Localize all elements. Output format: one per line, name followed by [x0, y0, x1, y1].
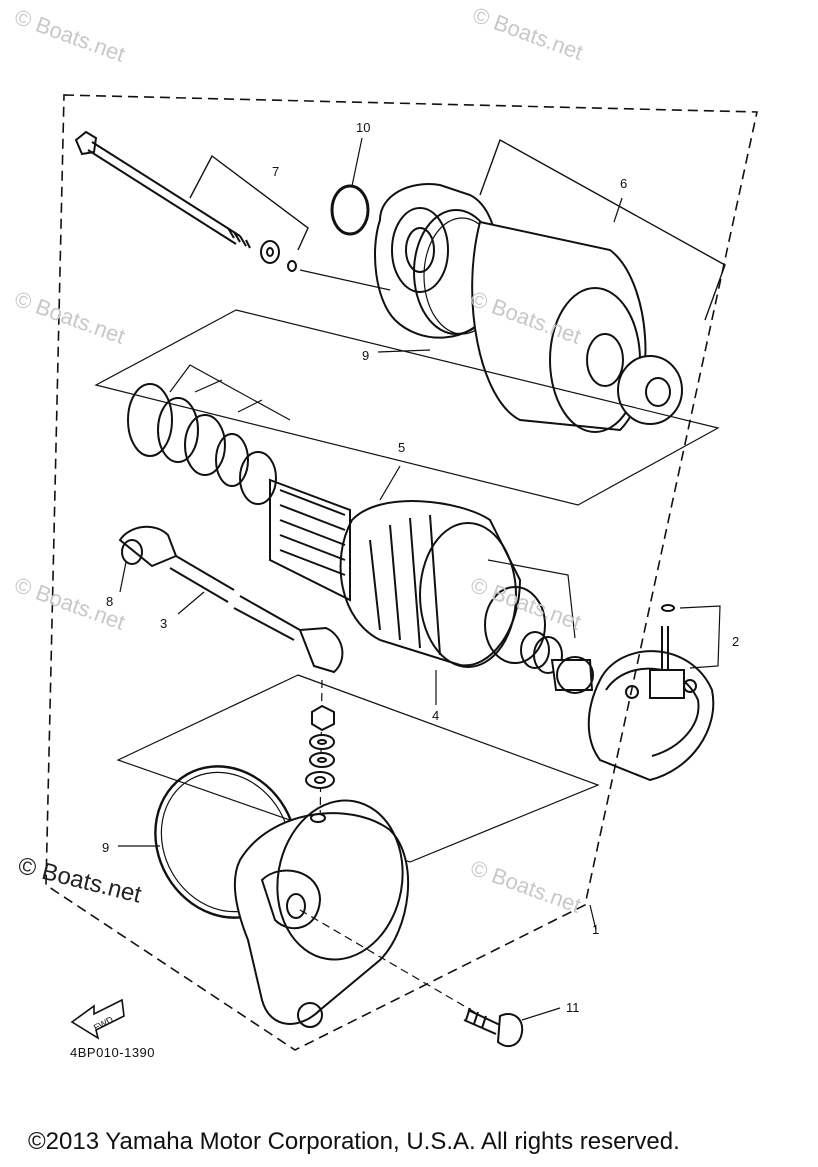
- nut-washer-stack: [305, 679, 335, 831]
- callout-2: 2: [732, 634, 739, 649]
- diagram-code: 4BP010-1390: [70, 1045, 156, 1060]
- armature-group-frame: [94, 309, 720, 506]
- armature-part-4: [269, 465, 594, 705]
- callout-5: 5: [398, 440, 405, 455]
- callout-1: 1: [592, 922, 599, 937]
- lead-wire-part-3: [118, 525, 344, 674]
- o-ring-part-10: [330, 184, 370, 236]
- callout-11: 11: [566, 1000, 580, 1015]
- copyright-notice: ©2013 Yamaha Motor Corporation, U.S.A. A…: [28, 1128, 680, 1155]
- bolt-part-11: [463, 1007, 561, 1048]
- front-cover-part-6: [299, 138, 726, 433]
- callout-9-lower: 9: [102, 840, 109, 855]
- callout-4: 4: [432, 708, 439, 723]
- assembly-boundary: [45, 94, 758, 1051]
- callout-3: 3: [160, 616, 167, 631]
- callout-7: 7: [272, 164, 279, 179]
- rear-cover-group-frame: [116, 674, 600, 863]
- callout-10: 10: [356, 120, 370, 135]
- callout-6: 6: [620, 176, 627, 191]
- washer-set-part-5: [127, 364, 291, 505]
- callout-9-upper: 9: [362, 348, 369, 363]
- callout-8: 8: [106, 594, 113, 609]
- bolt-assembly-part-7: [74, 130, 309, 272]
- rear-cover-part-1: [234, 799, 597, 1028]
- brush-holder-part-2: [587, 604, 721, 782]
- fwd-arrow-icon: [70, 998, 125, 1040]
